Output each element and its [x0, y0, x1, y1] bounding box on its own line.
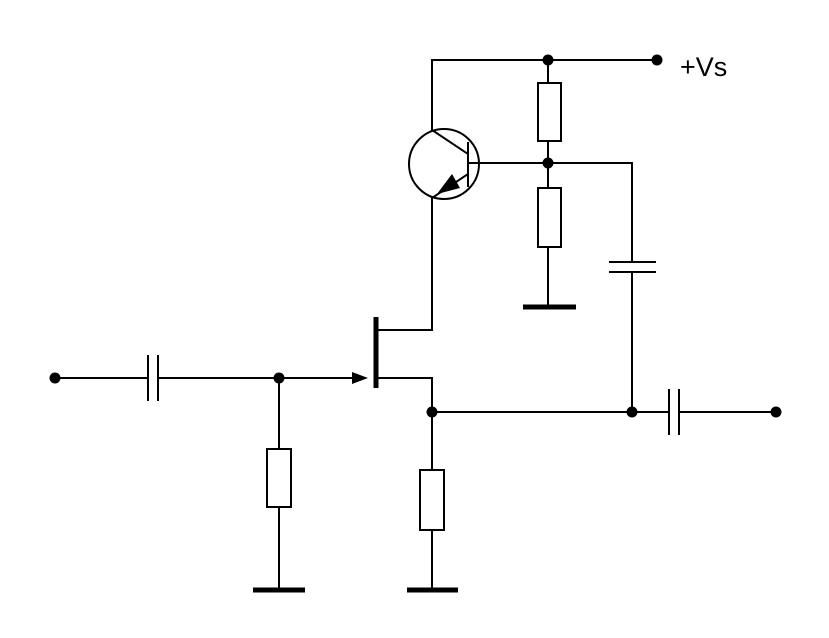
bias-resistor-bottom [537, 187, 562, 248]
bjt-emitter-arrow [437, 174, 460, 194]
junction-gate [273, 372, 285, 384]
jfet-transistor [352, 317, 379, 388]
supply-label: +Vs [680, 52, 727, 82]
bootstrap-capacitor [609, 261, 656, 273]
junction-base [542, 157, 554, 169]
output-terminal [770, 406, 782, 418]
input-terminal [49, 372, 61, 384]
jfet-gate-arrow [352, 372, 368, 384]
junction-bootstrap [626, 406, 638, 418]
junction-supply [542, 54, 554, 66]
bjt-collector-lead [430, 128, 470, 156]
junctions [49, 54, 782, 418]
output-capacitor [668, 389, 680, 435]
gate-resistor [266, 448, 292, 508]
bias-resistor-top [537, 82, 562, 142]
supply-terminal [651, 54, 663, 66]
source-resistor [419, 469, 445, 531]
wires [54, 59, 777, 591]
input-capacitor [147, 355, 159, 401]
bjt-transistor [408, 128, 481, 200]
junction-source [426, 406, 438, 418]
